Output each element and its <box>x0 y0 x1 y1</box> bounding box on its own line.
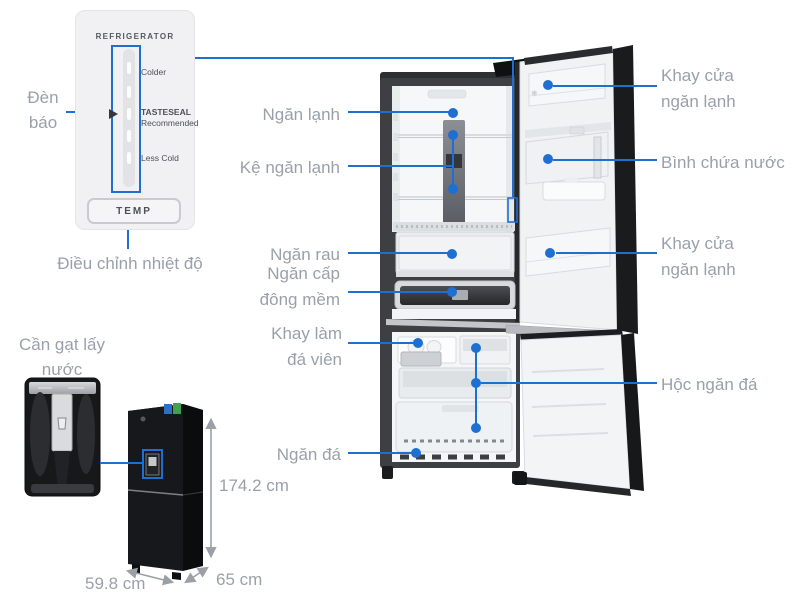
dispenser-closeup <box>24 377 101 497</box>
mini-fridge <box>127 403 204 580</box>
freezer-door-open <box>514 329 644 496</box>
dimension-arrows <box>125 417 217 586</box>
water-tank-shape <box>525 131 609 201</box>
freezer-interior <box>392 332 516 462</box>
highlight-box-indicator <box>111 45 141 193</box>
level-mark <box>127 62 131 74</box>
cup-icon <box>57 417 67 430</box>
air-vent <box>427 89 467 99</box>
panel-label-recommended: Recommended <box>141 118 199 128</box>
cabinet-divider <box>386 319 520 329</box>
callout-temperature-adjust: Điều chỉnh nhiệt độ <box>57 254 203 273</box>
level-mark <box>127 130 131 142</box>
energy-sticker <box>164 404 172 414</box>
panel-label-less-cold: Less Cold <box>141 153 179 163</box>
label-sticker <box>173 403 181 414</box>
callout-freezer-bin: Hộc ngăn đá <box>661 375 758 394</box>
mini-dispenser <box>145 453 160 476</box>
temp-control-panel: REFRIGERATOR Colder TASTESEAL Recommende… <box>75 10 199 230</box>
highlight-box-temp-control <box>507 197 518 223</box>
brand-logo <box>140 416 146 422</box>
depth-arrow <box>184 566 209 584</box>
level-mark <box>127 86 131 98</box>
callout-water-tank: Bình chứa nước <box>661 153 785 172</box>
callout-freezer-compartment: Ngăn đá <box>276 445 341 464</box>
temp-level-strip <box>123 49 135 187</box>
connector-dots <box>411 80 555 458</box>
callout-door-tray-top: Khay cửa ngăn lạnh <box>661 66 736 111</box>
width-arrow <box>125 567 175 586</box>
callout-indicator-light: Đèn báo <box>27 88 59 132</box>
callout-door-tray-bottom: Khay cửa ngăn lạnh <box>661 234 736 279</box>
fridge-door-open: ❄ <box>505 45 638 340</box>
panel-label-tasteseal: TASTESEAL <box>141 107 191 117</box>
highlight-box-dispenser <box>142 449 163 479</box>
callout-fridge-shelf: Kệ ngăn lạnh <box>239 158 340 177</box>
door-rail-ticks <box>393 113 398 201</box>
freezer-top-bin <box>459 335 511 365</box>
level-mark <box>127 152 131 164</box>
dispenser-lever <box>51 393 73 490</box>
soft-freeze-drawer <box>392 280 516 319</box>
connector-temp-panel <box>193 57 514 197</box>
callout-ice-cube-tray: Khay làm đá viên <box>271 324 342 369</box>
snowflake-icon: ❄ <box>531 89 538 98</box>
dimension-height: 174.2 cm <box>219 476 289 495</box>
panel-label-colder: Colder <box>141 67 167 77</box>
callout-soft-freeze-drawer: Ngăn cấp đông mềm <box>259 264 340 309</box>
level-mark <box>127 108 131 120</box>
temp-button[interactable]: TEMP <box>87 198 181 224</box>
dimension-depth: 65 cm <box>216 570 263 589</box>
callout-water-lever: Cần gạt lấy nước <box>19 335 105 379</box>
callout-fridge-compartment: Ngăn lạnh <box>262 105 340 124</box>
panel-title: REFRIGERATOR <box>95 32 175 41</box>
callout-vegetable-drawer: Ngăn rau <box>270 245 340 264</box>
connector-fridge-shelf <box>348 135 454 189</box>
level-pointer-icon <box>109 109 118 119</box>
dimension-width: 59.8 cm <box>85 574 146 593</box>
ice-tray-box <box>397 336 457 367</box>
door-grooves <box>531 368 609 437</box>
freezer-bottom-drawer <box>395 401 513 453</box>
